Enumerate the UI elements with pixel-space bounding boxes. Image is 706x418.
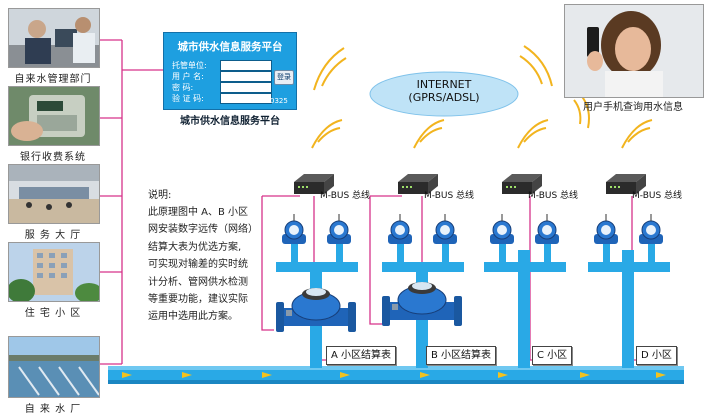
household-water-meters	[282, 214, 663, 244]
caption-management-department: 自来水管理部门	[14, 74, 92, 85]
note-line: 计分析、管网供水检测	[148, 276, 248, 288]
mbus-label-c: M-BUS 总线	[528, 191, 579, 201]
platform-caption: 城市供水信息服务平台	[180, 116, 280, 127]
password-input[interactable]	[220, 82, 272, 93]
zone-label-a: A 小区结算表	[326, 346, 397, 365]
signal-waves	[311, 45, 653, 149]
photo-mobile-user	[564, 4, 704, 98]
platform-login-panel: 城市供水信息服务平台 托管单位: 用 户 名: 密 码: 验 证 码: 登录 0…	[163, 32, 297, 110]
note-line: 结算大表为优选方案,	[148, 241, 242, 253]
field-label-captcha: 验 证 码:	[172, 94, 204, 103]
login-button[interactable]: 登录	[274, 70, 294, 85]
internet-line-1: INTERNET	[416, 78, 472, 91]
zone-label-c: C 小区	[532, 346, 573, 365]
note-title: 说明:	[148, 190, 172, 201]
internet-cloud	[369, 71, 519, 117]
note-line: 此原理图中 A、B 小区	[148, 207, 249, 218]
caption-service-hall: 服 务 大 厅	[24, 230, 82, 241]
platform-title: 城市供水信息服务平台	[177, 41, 283, 53]
photo-bank-payment-system	[8, 86, 100, 146]
bulk-flow-meter-a	[276, 288, 356, 332]
photo-water-plant	[8, 336, 100, 398]
mbus-label-a: M-BUS 总线	[320, 191, 371, 201]
note-body: 此原理图中 A、B 小区 网安装数字远传（网络） 结算大表为优选方案, 可实现对…	[148, 204, 276, 326]
field-label-password: 密 码:	[172, 83, 194, 92]
note-line: 可实现对输差的实时统	[148, 259, 248, 271]
photo-service-hall	[8, 164, 100, 224]
captcha-code: 0325	[270, 97, 288, 105]
unit-input[interactable]	[220, 60, 272, 71]
field-label-username: 用 户 名:	[172, 72, 204, 81]
bulk-flow-meter-b	[382, 282, 462, 326]
mobile-phone-icon	[587, 27, 599, 57]
caption-water-plant: 自 来 水 厂	[24, 404, 82, 415]
zone-label-d: D 小区	[636, 346, 677, 365]
photo-management-department	[8, 8, 100, 68]
mbus-concentrators	[294, 174, 646, 194]
note-line: 运用中选用此方案。	[148, 311, 238, 323]
username-input[interactable]	[220, 71, 272, 82]
note-line: 网安装数字远传（网络）	[148, 224, 258, 236]
mbus-label-b: M-BUS 总线	[424, 191, 475, 201]
captcha-input[interactable]	[220, 93, 272, 104]
phone-caption: 用户手机查询用水信息	[583, 102, 683, 113]
field-label-unit: 托管单位:	[172, 61, 207, 70]
zone-label-b: B 小区结算表	[426, 346, 497, 365]
left-bracket	[100, 39, 163, 365]
caption-residential-community: 住 宅 小 区	[24, 308, 82, 319]
main-pipe	[108, 366, 684, 384]
photo-residential-community	[8, 242, 100, 302]
caption-bank-payment-system: 银行收费系统	[20, 152, 86, 163]
note-line: 等重要功能，建议实际	[148, 294, 248, 306]
internet-line-2: (GPRS/ADSL)	[408, 91, 480, 104]
internet-label: INTERNET (GPRS/ADSL)	[384, 78, 504, 104]
mbus-label-d: M-BUS 总线	[632, 191, 683, 201]
